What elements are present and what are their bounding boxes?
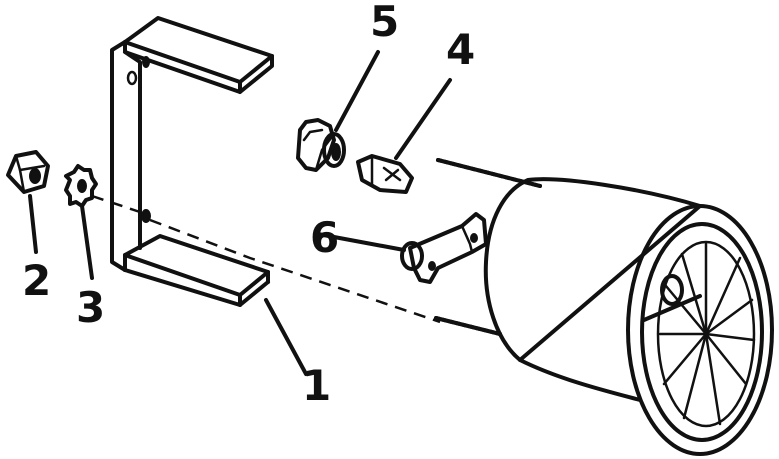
lock-washer xyxy=(64,164,98,208)
callout-5: 5 xyxy=(370,0,399,46)
gauge-assembly xyxy=(434,158,774,456)
bulb-socket xyxy=(296,118,346,172)
callout-3: 3 xyxy=(76,283,105,332)
mounting-bracket xyxy=(110,16,274,307)
leader-lines xyxy=(28,50,452,376)
wedge-bulb xyxy=(356,154,414,194)
callout-1: 1 xyxy=(302,361,331,410)
alignment-line xyxy=(91,194,441,324)
callout-6: 6 xyxy=(310,213,339,262)
callout-2: 2 xyxy=(22,256,51,305)
retaining-clip xyxy=(400,212,488,284)
hex-nut xyxy=(6,150,50,194)
callout-4: 4 xyxy=(446,25,475,74)
